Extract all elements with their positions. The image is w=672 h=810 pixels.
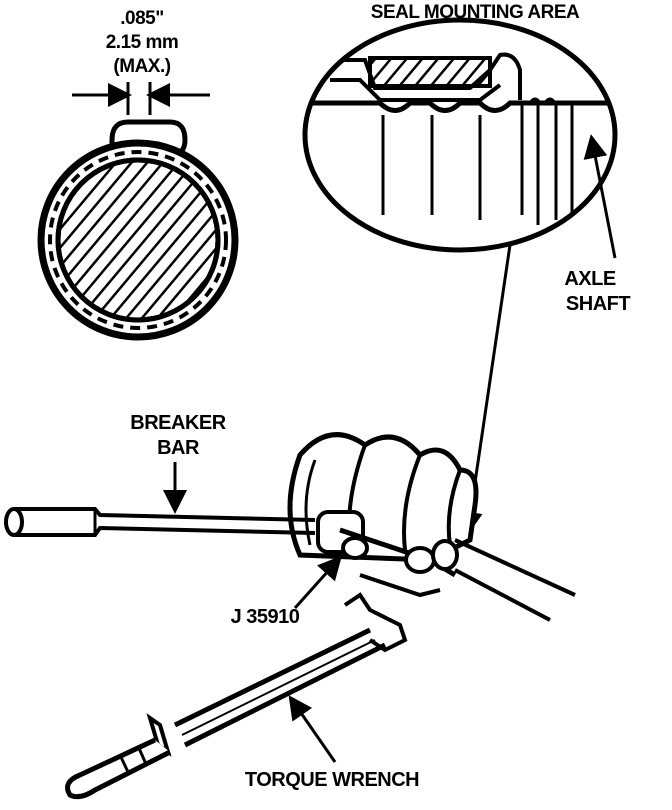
j35910-pointer xyxy=(293,555,343,610)
dimension-inches: .085" xyxy=(120,8,164,29)
breaker-bar-label-line2: BAR xyxy=(157,437,200,459)
dimension-millimeters: 2.15 mm xyxy=(106,32,179,53)
dimension-maximum: (MAX.) xyxy=(113,56,170,77)
axle-shaft xyxy=(454,538,576,622)
j35910-label: J 35910 xyxy=(231,606,300,628)
j35910-tool xyxy=(316,510,459,598)
breaker-bar xyxy=(4,507,316,537)
shaft-cross-section xyxy=(37,119,239,341)
seal-mounting-area-detail xyxy=(302,17,618,253)
torque-wrench-label: TORQUE WRENCH xyxy=(245,769,419,791)
axle-shaft-label-line2: SHAFT xyxy=(566,293,630,315)
axle-shaft-label-line1: AXLE xyxy=(564,268,616,290)
torque-wrench-pointer xyxy=(288,695,337,763)
torque-wrench xyxy=(65,592,408,800)
seal-mounting-area-label: SEAL MOUNTING AREA xyxy=(371,2,580,23)
breaker-bar-label-line1: BREAKER xyxy=(130,412,226,434)
axle-shaft-pointer xyxy=(583,134,617,259)
gap-dimension-arrows xyxy=(72,82,210,115)
